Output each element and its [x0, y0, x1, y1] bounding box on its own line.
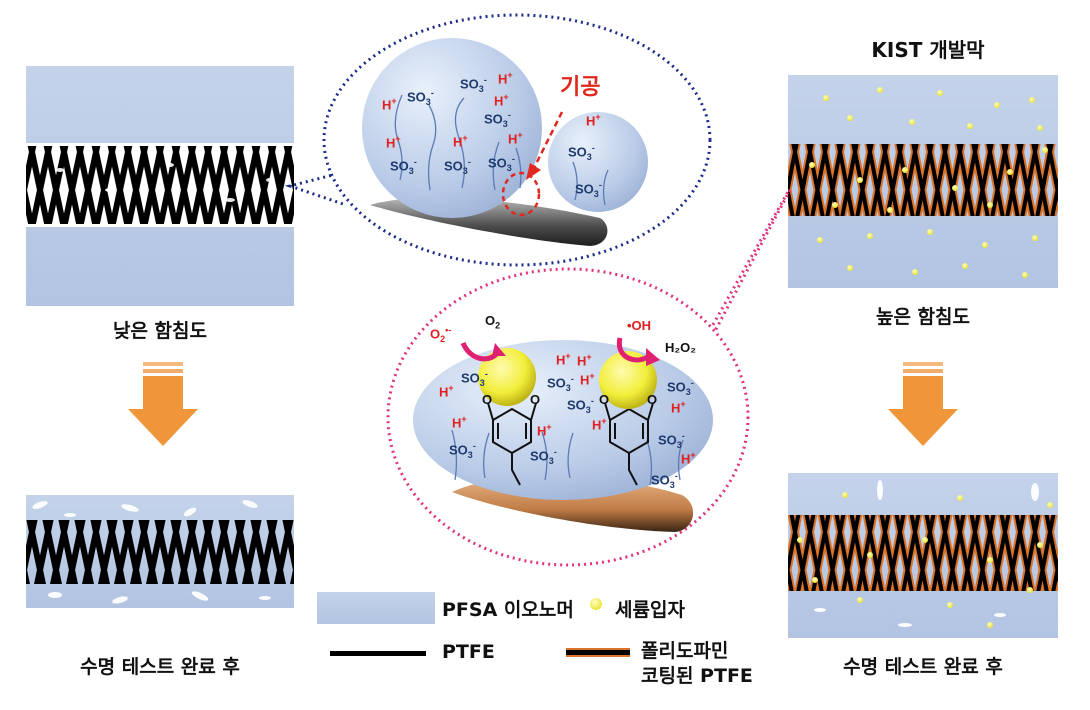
- callout-bottom: [386, 189, 792, 567]
- membrane-low-impregnation: [26, 66, 294, 306]
- legend-swatch-ptfe: [330, 651, 426, 656]
- legend-swatch-pfsa: [317, 592, 435, 624]
- ceria-particle-1: [478, 348, 536, 406]
- membrane-high-impregnation: [788, 75, 1058, 288]
- low-impregnation-label: 낮은 함침도: [112, 320, 207, 342]
- membrane-high-after-test: [788, 473, 1058, 638]
- kist-membrane-title: KIST 개발막: [871, 38, 985, 62]
- pore-label: 기공: [560, 75, 601, 100]
- down-arrow-right: [888, 362, 958, 446]
- ceria-particle-2: [599, 351, 657, 409]
- legend-swatch-ceria: [590, 598, 602, 610]
- after-test-left-label: 수명 테스트 완료 후: [80, 656, 240, 678]
- legend-ceria-label: 세륨입자: [615, 599, 685, 621]
- legend-ptfe-label: PTFE: [442, 641, 495, 663]
- legend-swatch-pda: [566, 648, 630, 657]
- polydopamine-structure-1: [487, 402, 537, 486]
- callout-top: [284, 13, 712, 267]
- after-test-right-label: 수명 테스트 완료 후: [843, 656, 1003, 678]
- high-impregnation-label: 높은 함침도: [875, 306, 970, 328]
- legend-pda-label-line2: 코팅된 PTFE: [641, 665, 753, 687]
- ceria-dots: [809, 87, 1048, 278]
- legend-pda-label-line1: 폴리도파민: [641, 640, 729, 662]
- legend-pfsa-label: PFSA 이오노머: [442, 599, 574, 621]
- membrane-low-after-test: [26, 495, 294, 608]
- down-arrow-left: [128, 362, 198, 446]
- polydopamine-structure-2: [604, 402, 654, 486]
